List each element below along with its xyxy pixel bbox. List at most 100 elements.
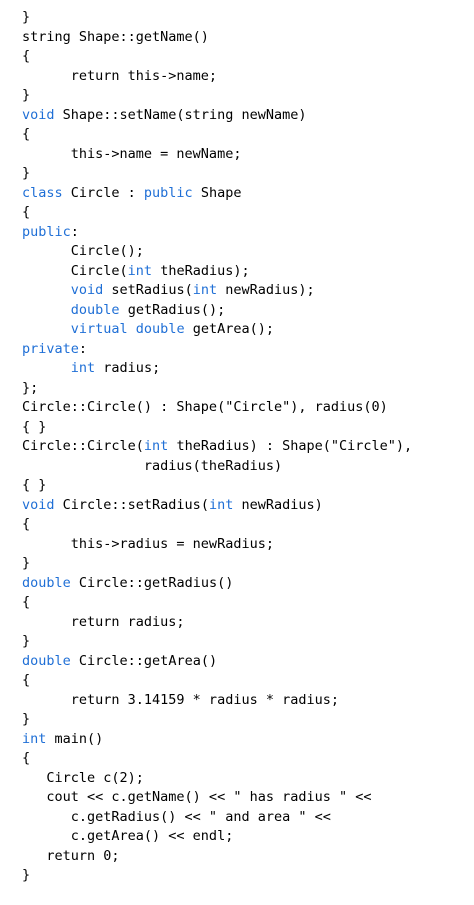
code-token: { } [22, 477, 47, 493]
keyword-token: public [22, 223, 71, 240]
keyword-token: void [22, 106, 55, 123]
code-line: { [22, 47, 412, 67]
code-token: } [22, 711, 31, 727]
code-line: } [22, 632, 412, 652]
keyword-token: double [22, 574, 71, 591]
code-token: Circle::setRadius( [54, 496, 209, 513]
code-token: } [22, 87, 31, 103]
code-line: double Circle::getRadius() [22, 574, 412, 594]
code-line: { } [22, 418, 412, 438]
keyword-token: void [22, 496, 55, 513]
code-token: } [22, 165, 31, 181]
code-line: cout << c.getName() << " has radius " << [22, 788, 412, 808]
keyword-token: double [22, 652, 71, 669]
code-line: }; [22, 379, 412, 399]
code-line: Circle(int theRadius); [22, 262, 412, 282]
code-token: this->radius = newRadius; [22, 535, 274, 552]
code-line: } [22, 86, 412, 106]
code-line: { [22, 203, 412, 223]
code-token: this->name = newName; [22, 145, 242, 162]
code-token: setRadius( [103, 282, 193, 298]
code-line: return 3.14159 * radius * radius; [22, 691, 412, 711]
code-line: void setRadius(int newRadius); [22, 281, 412, 301]
code-token: return this->name; [22, 67, 218, 84]
code-token: cout << c.getName() << " has radius " << [22, 789, 372, 805]
code-token [22, 321, 71, 337]
code-line: double Circle::getArea() [22, 652, 412, 672]
keyword-token: class [22, 184, 63, 201]
code-line: { [22, 671, 412, 691]
code-line: string Shape::getName() [22, 28, 412, 48]
code-line: public: [22, 223, 412, 243]
code-token: { } [22, 418, 47, 435]
code-token: newRadius); [217, 282, 315, 298]
code-token: { [22, 750, 31, 766]
code-token: theRadius); [152, 262, 250, 279]
code-token: } [22, 867, 31, 883]
code-line: void Circle::setRadius(int newRadius) [22, 496, 412, 516]
code-token: c.getRadius() << " and area " << [22, 808, 331, 825]
code-token: Shape [192, 184, 242, 201]
keyword-token: int [143, 438, 169, 454]
code-token: : [78, 340, 88, 357]
keyword-token: int [192, 282, 218, 298]
code-line: return this->name; [22, 67, 412, 87]
code-token: radius; [95, 360, 161, 376]
code-token: theRadius) : Shape("Circle"), [168, 438, 413, 454]
code-token: { [22, 672, 31, 688]
code-line: radius(theRadius) [22, 457, 412, 477]
code-line: this->name = newName; [22, 145, 412, 165]
code-token: getArea(); [184, 321, 274, 337]
code-line: double getRadius(); [22, 301, 412, 321]
code-token: { [22, 126, 31, 142]
code-token: : [70, 223, 79, 240]
code-line: } [22, 866, 412, 886]
keyword-token: int [127, 262, 153, 279]
code-line: } [22, 164, 412, 184]
code-line: virtual double getArea(); [22, 320, 412, 340]
code-line: return radius; [22, 613, 412, 633]
code-token: radius(theRadius) [22, 457, 283, 474]
code-line: int radius; [22, 359, 412, 379]
code-token: getRadius(); [119, 301, 226, 318]
keyword-token: void [70, 282, 104, 298]
code-token: }; [22, 379, 39, 396]
code-token: string Shape::getName() [22, 28, 209, 45]
code-token: { [22, 204, 31, 220]
code-token: { [22, 516, 31, 532]
code-line: { [22, 593, 412, 613]
keyword-token: virtual double [70, 321, 185, 337]
keyword-token: private [22, 340, 79, 357]
code-token: Circle(); [22, 243, 144, 259]
code-token [22, 282, 71, 298]
code-token: return 3.14159 * radius * radius; [22, 691, 339, 708]
code-listing: }string Shape::getName(){ return this->n… [22, 8, 412, 886]
code-line: Circle(); [22, 242, 412, 262]
code-line: } [22, 710, 412, 730]
code-line: Circle::Circle() : Shape("Circle"), radi… [22, 398, 412, 418]
code-line: { [22, 125, 412, 145]
code-token: Circle::Circle( [22, 438, 144, 454]
code-token: { [22, 48, 31, 64]
code-line: void Shape::setName(string newName) [22, 106, 412, 126]
code-token: } [22, 633, 31, 649]
code-token: } [22, 555, 31, 571]
keyword-token: double [70, 301, 120, 318]
code-line: private: [22, 340, 412, 360]
code-line: } [22, 8, 412, 28]
code-line: class Circle : public Shape [22, 184, 412, 204]
keyword-token: public [143, 184, 193, 201]
code-line: Circle::Circle(int theRadius) : Shape("C… [22, 437, 412, 457]
code-line: c.getArea() << endl; [22, 827, 412, 847]
code-token: Circle::Circle() : Shape("Circle"), radi… [22, 399, 388, 415]
code-token: Circle( [22, 262, 128, 279]
code-token: { [22, 594, 31, 610]
code-token: Circle::getRadius() [70, 574, 234, 591]
code-token: newRadius) [233, 496, 323, 513]
code-line: c.getRadius() << " and area " << [22, 808, 412, 828]
code-token: return 0; [22, 847, 120, 864]
code-line: this->radius = newRadius; [22, 535, 412, 555]
code-line: Circle c(2); [22, 769, 412, 789]
code-line: { [22, 749, 412, 769]
keyword-token: int [70, 360, 96, 376]
